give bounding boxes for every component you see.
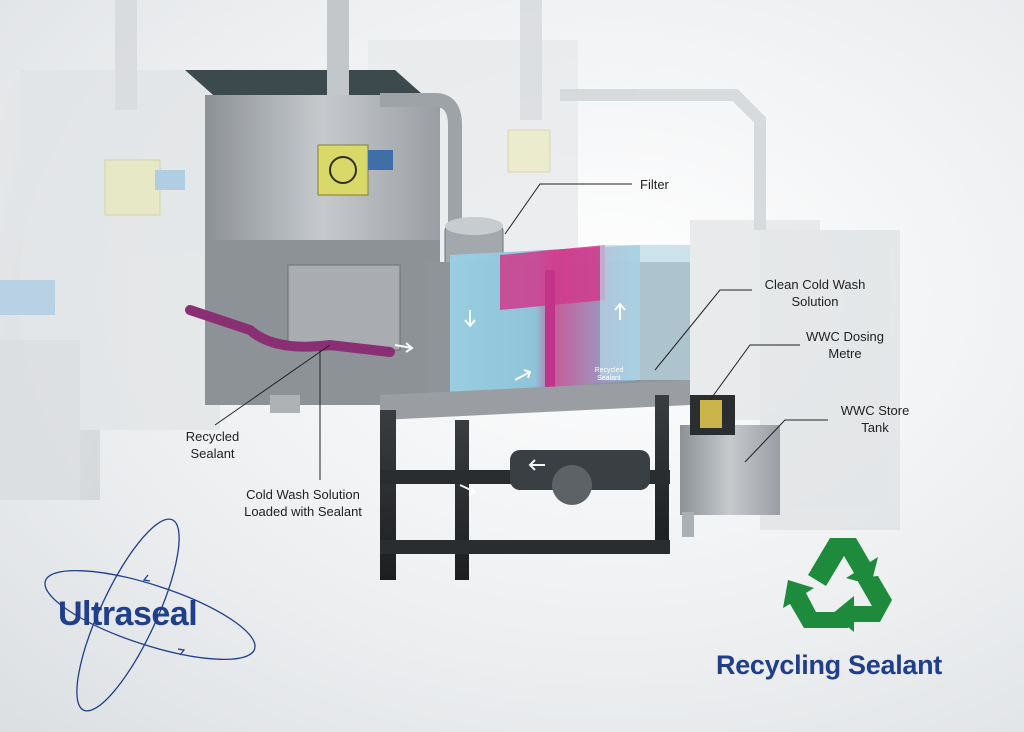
tank-inner-label: Recycled Sealant bbox=[594, 367, 624, 382]
ultraseal-logo-text: Ultraseal bbox=[58, 595, 198, 633]
recycling-tank bbox=[380, 245, 690, 420]
callout-leader-lines bbox=[214, 183, 828, 480]
main-steel-unit bbox=[185, 0, 462, 413]
tank-stand bbox=[380, 395, 670, 580]
wwc-store-tank bbox=[680, 395, 780, 537]
recycling-sealant-title: Recycling Sealant bbox=[716, 650, 942, 680]
callout-wwc-store: WWC Store Tank bbox=[840, 403, 910, 435]
recycle-icon bbox=[783, 538, 892, 632]
callout-cold-wash-loaded: Cold Wash Solution Loaded with Sealant bbox=[244, 487, 362, 519]
callout-clean-cold-wash: Clean Cold Wash Solution bbox=[764, 277, 866, 309]
flow-arrows bbox=[394, 302, 626, 496]
callout-wwc-dosing: WWC Dosing Metre bbox=[805, 329, 884, 361]
background-machinery bbox=[0, 0, 900, 530]
recycled-sealant-pipe bbox=[185, 305, 395, 357]
callout-filter: Filter bbox=[640, 177, 669, 192]
atom-orbit-icon bbox=[44, 518, 256, 712]
callout-recycled-sealant: Recycled Sealant bbox=[185, 429, 240, 461]
